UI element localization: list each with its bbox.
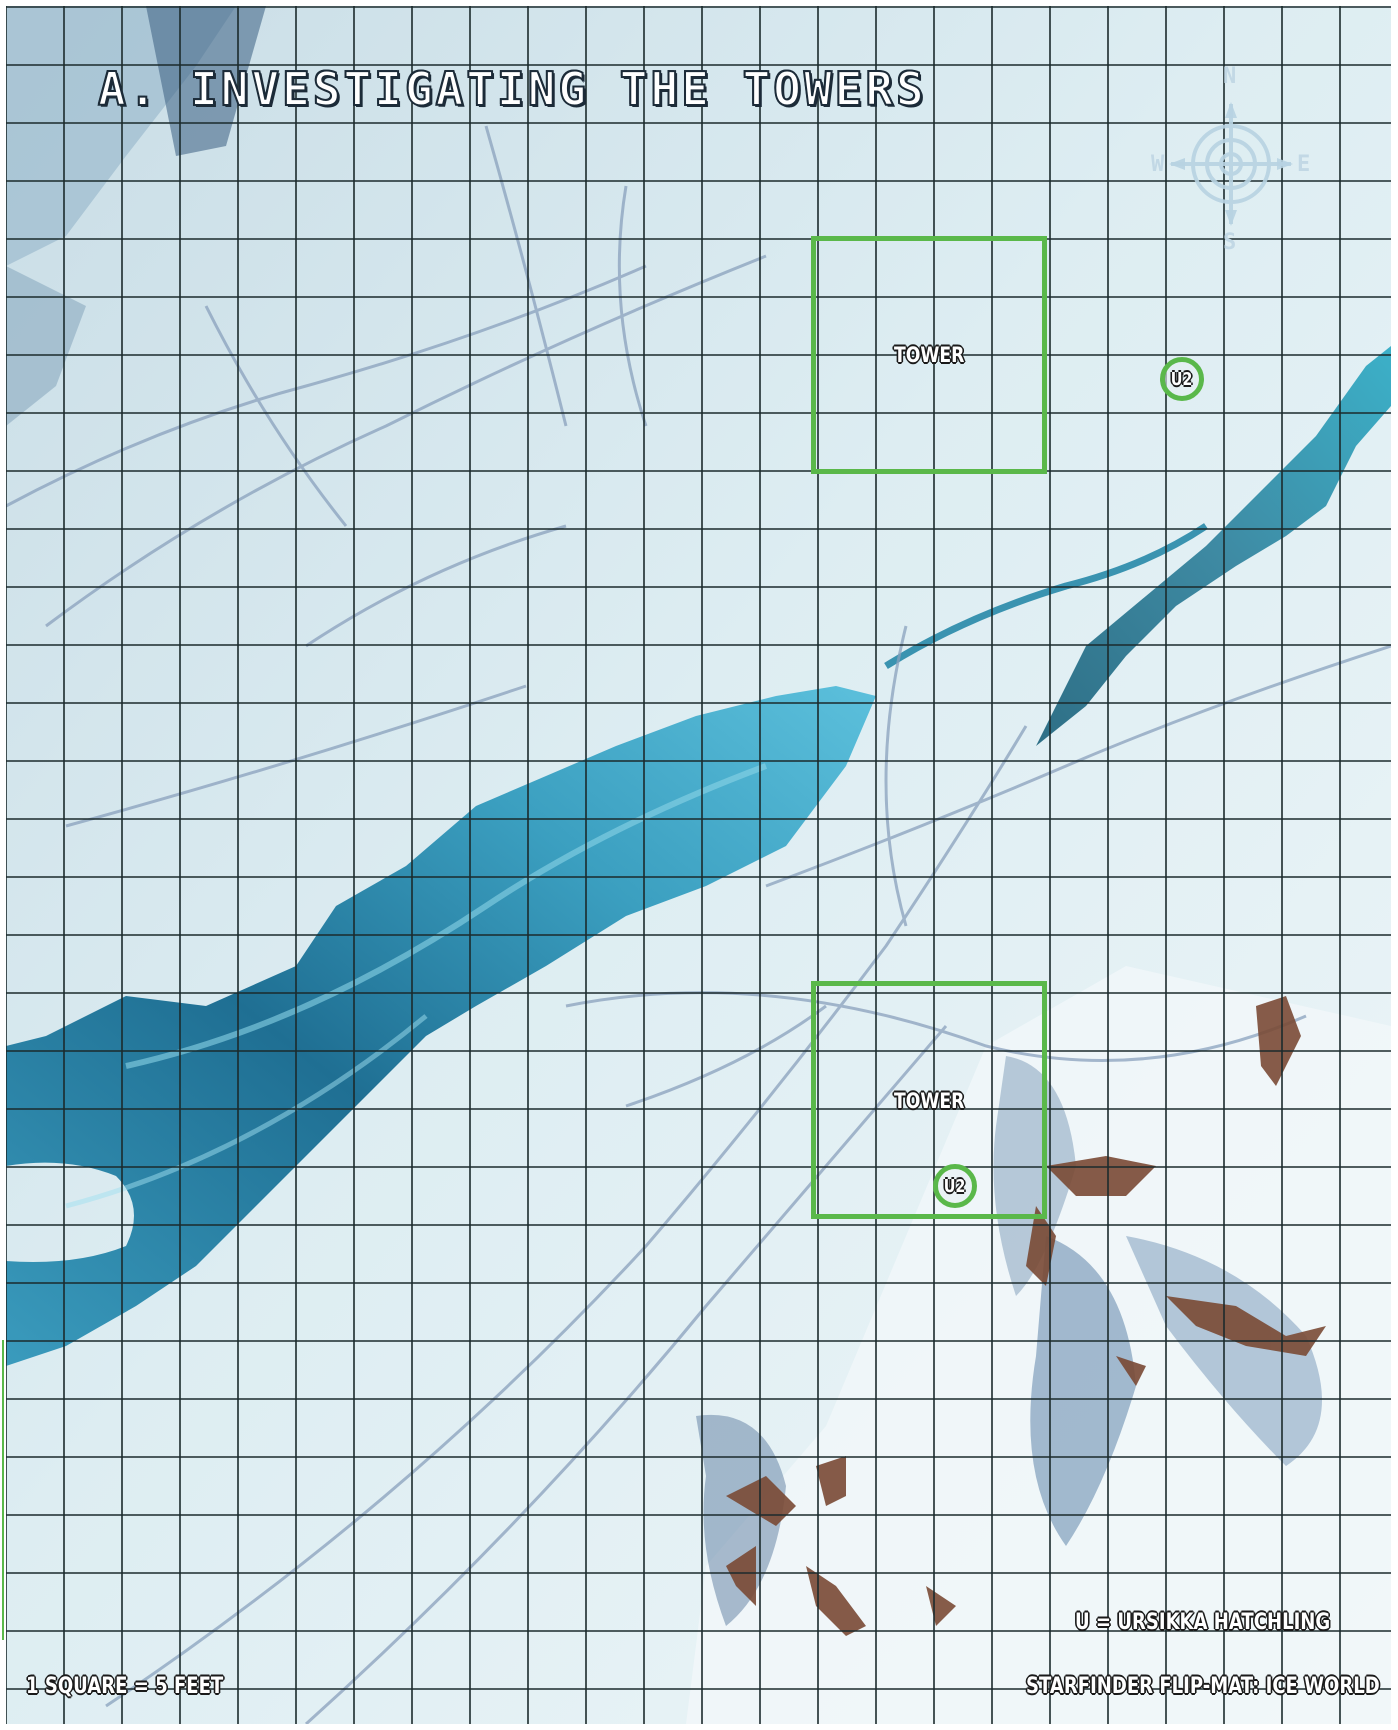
tower-area-south[interactable] xyxy=(811,981,1047,1219)
ursikka-token-north[interactable]: U2 xyxy=(1160,357,1204,401)
legend-text: U = URSIKKA HATCHLING xyxy=(1075,1610,1331,1635)
compass-south: S xyxy=(1223,230,1237,255)
frozen-lake xyxy=(6,686,876,1366)
grid-overlay xyxy=(6,6,1391,1724)
compass-east: E xyxy=(1297,152,1311,177)
tower-label-south: TOWER xyxy=(894,1089,965,1113)
token-label: U2 xyxy=(1171,368,1193,390)
frozen-river xyxy=(1036,346,1391,746)
compass-rose: N W E S xyxy=(1151,64,1311,255)
terrain-layer xyxy=(6,6,1391,1724)
compass-north: N xyxy=(1223,64,1237,89)
tower-label-north: TOWER xyxy=(894,343,965,367)
map-title: A. INVESTIGATING THE TOWERS xyxy=(97,61,927,117)
token-label: U2 xyxy=(944,1175,966,1197)
edge-marker xyxy=(2,1340,4,1640)
source-text: STARFINDER FLIP-MAT: ICE WORLD xyxy=(1026,1674,1380,1699)
ursikka-token-south[interactable]: U2 xyxy=(933,1164,977,1208)
compass-west: W xyxy=(1151,152,1165,177)
battle-map: A. INVESTIGATING THE TOWERS N W E S TOWE… xyxy=(6,6,1391,1724)
tower-area-north[interactable] xyxy=(811,236,1047,474)
scale-text: 1 SQUARE = 5 FEET xyxy=(26,1674,224,1699)
